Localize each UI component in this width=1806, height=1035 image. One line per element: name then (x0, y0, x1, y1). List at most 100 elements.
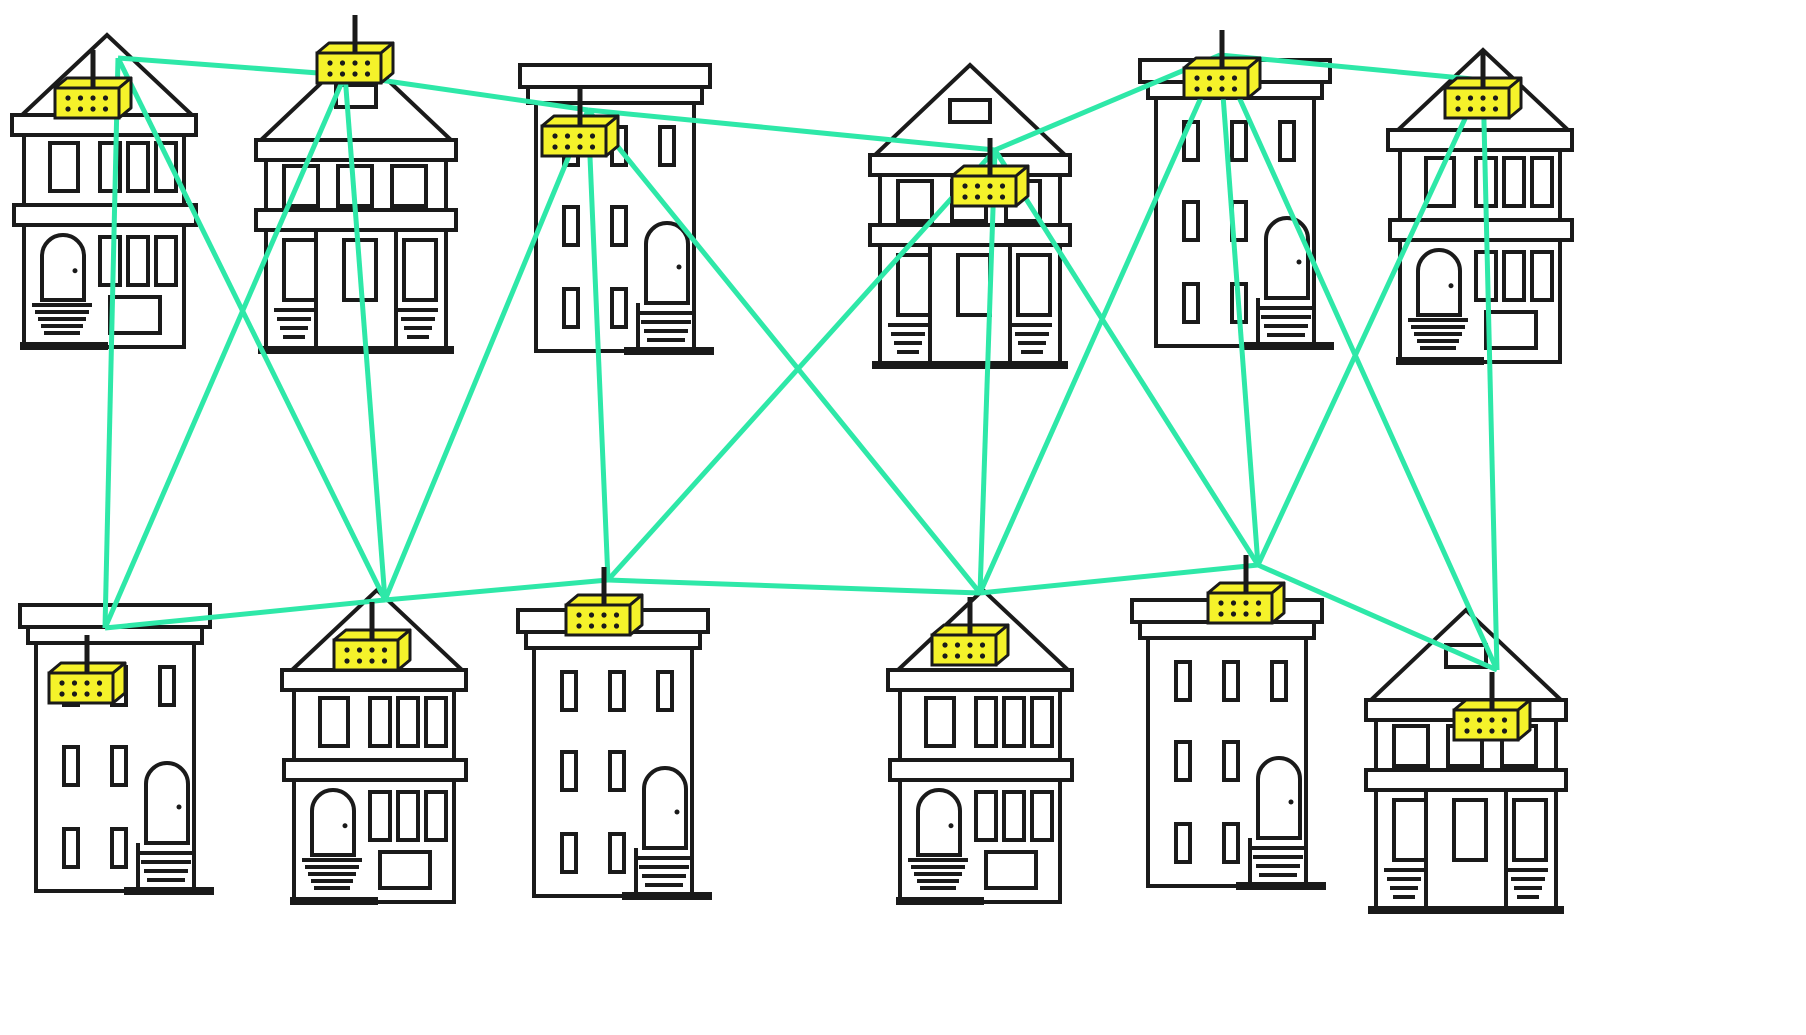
router-icon-bottom-6 (1452, 672, 1532, 742)
link-top-5-bottom-4 (977, 53, 1223, 595)
window (560, 750, 578, 792)
router-icon-top-3 (540, 88, 620, 158)
door (310, 788, 356, 857)
window (154, 141, 178, 193)
link-top-4-bottom-4 (977, 149, 998, 594)
link-top-5-top-6 (1219, 52, 1484, 83)
window (1002, 790, 1026, 842)
link-bottom-5-bottom-6 (1256, 562, 1499, 673)
window (110, 745, 128, 787)
door (1416, 248, 1462, 317)
house-bottom-1 (18, 603, 214, 895)
router-icon-top-6 (1443, 50, 1523, 120)
window (1174, 740, 1192, 782)
window (282, 238, 318, 302)
link-top-4-bottom-3 (606, 148, 997, 582)
house-bottom-4 (886, 587, 1074, 905)
link-top-2-bottom-1 (102, 74, 348, 629)
link-top-3-bottom-3 (585, 109, 611, 581)
window (924, 696, 956, 748)
router-icon-bottom-5 (1206, 555, 1286, 625)
window (1530, 250, 1554, 302)
window (158, 665, 176, 707)
window (1002, 696, 1026, 748)
door (1264, 216, 1310, 300)
house-bottom-3 (516, 608, 712, 900)
window (560, 832, 578, 874)
link-top-1-bottom-2 (115, 56, 388, 602)
window (1030, 696, 1054, 748)
window (1030, 790, 1054, 842)
window (974, 790, 998, 842)
window (896, 253, 932, 317)
window (608, 670, 626, 712)
window (98, 235, 122, 287)
window (1174, 660, 1192, 702)
house-top-1 (10, 32, 198, 350)
door (144, 761, 190, 845)
window (126, 235, 150, 287)
router-icon-top-5 (1182, 30, 1262, 100)
window (658, 125, 676, 167)
window (1222, 822, 1240, 864)
door (916, 788, 962, 857)
window (956, 253, 992, 317)
window (1182, 282, 1200, 324)
window (562, 205, 580, 247)
window (1502, 250, 1526, 302)
window (154, 235, 178, 287)
window (1502, 156, 1526, 208)
window (1230, 120, 1248, 162)
link-bottom-3-bottom-4 (607, 577, 981, 596)
link-top-4-bottom-5 (992, 148, 1261, 567)
window (608, 832, 626, 874)
house-top-6 (1386, 47, 1574, 365)
router-icon-top-1 (53, 50, 133, 120)
router-icon-bottom-4 (930, 597, 1010, 667)
window (396, 696, 420, 748)
link-top-2-bottom-2 (342, 74, 388, 601)
links-layer (102, 52, 1500, 673)
link-top-6-bottom-6 (1480, 79, 1500, 671)
link-top-1-bottom-1 (102, 57, 121, 629)
house-bottom-5 (1130, 598, 1326, 890)
window (1270, 660, 1288, 702)
window (424, 790, 448, 842)
window (610, 287, 628, 329)
window (318, 696, 350, 748)
router-icon-bottom-1 (47, 635, 127, 705)
door (1256, 756, 1302, 840)
link-top-3-bottom-4 (586, 108, 982, 595)
window (1530, 156, 1554, 208)
window (1392, 798, 1428, 862)
window (1016, 253, 1052, 317)
window (1392, 724, 1430, 768)
router-icon-bottom-3 (564, 567, 644, 637)
window (1182, 200, 1200, 242)
window (396, 790, 420, 842)
window (896, 179, 934, 223)
window (1222, 660, 1240, 702)
window (424, 696, 448, 748)
window (368, 696, 392, 748)
router-icon-bottom-2 (332, 602, 412, 672)
window (62, 827, 80, 869)
window (1512, 798, 1548, 862)
link-bottom-1-bottom-2 (104, 597, 386, 631)
window (402, 238, 438, 302)
window (1174, 822, 1192, 864)
link-top-3-bottom-2 (382, 109, 591, 601)
window (48, 141, 80, 193)
window (110, 827, 128, 869)
link-top-3-top-4 (587, 107, 996, 153)
window (62, 745, 80, 787)
window (656, 670, 674, 712)
window (368, 790, 392, 842)
window (390, 164, 428, 208)
houses-layer (10, 32, 1574, 914)
router-icon-top-2 (315, 15, 395, 85)
link-bottom-2-bottom-3 (384, 577, 609, 603)
door (644, 221, 690, 305)
link-bottom-4-bottom-5 (979, 562, 1259, 596)
